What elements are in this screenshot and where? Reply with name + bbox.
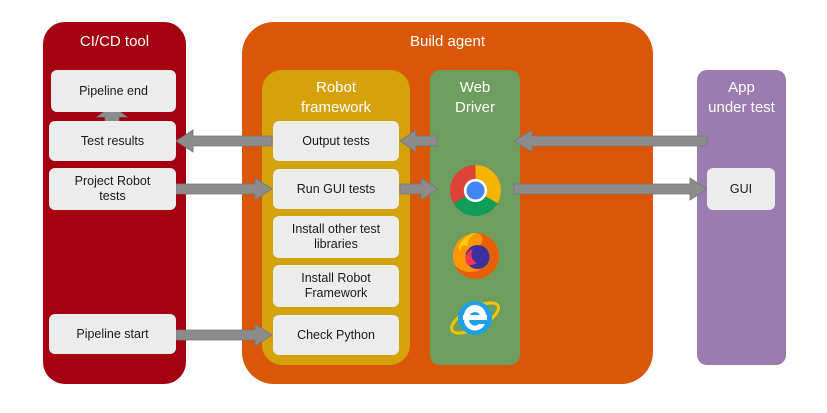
pipeline-start-box: Pipeline start: [49, 314, 176, 354]
test-results-box: Test results: [49, 121, 176, 161]
robot-framework-title: Robot framework: [300, 79, 371, 116]
arrow-webdriver-to-gui: [513, 177, 708, 201]
arrow-project-to-run: [175, 177, 273, 201]
app-under-test-panel: App under test: [697, 70, 786, 365]
chrome-icon: [450, 165, 501, 216]
check-python-box: Check Python: [273, 315, 399, 355]
output-tests-box: Output tests: [273, 121, 399, 161]
install-robot-framework-box: Install Robot Framework: [273, 265, 399, 307]
firefox-icon: [453, 233, 499, 280]
gui-box: GUI: [707, 168, 775, 210]
app-under-test-title: App under test: [708, 79, 775, 116]
project-robot-tests-box: Project Robot tests: [49, 168, 176, 210]
arrow-webdriver-to-output: [399, 129, 438, 153]
ci-cd-title: CI/CD tool: [79, 33, 150, 50]
run-gui-tests-box: Run GUI tests: [273, 169, 399, 209]
pipeline-end-box: Pipeline end: [51, 70, 176, 112]
arrow-run-to-webdriver: [399, 177, 439, 201]
arrow-output-to-results: [175, 129, 273, 153]
web-driver-title: Web Driver: [455, 79, 495, 116]
build-agent-title: Build agent: [409, 33, 486, 50]
install-other-test-libraries-box: Install other test libraries: [273, 216, 399, 258]
ie-icon: [450, 301, 500, 335]
arrow-start-to-check: [175, 323, 273, 347]
arrow-app-to-webdriver: [513, 129, 708, 153]
